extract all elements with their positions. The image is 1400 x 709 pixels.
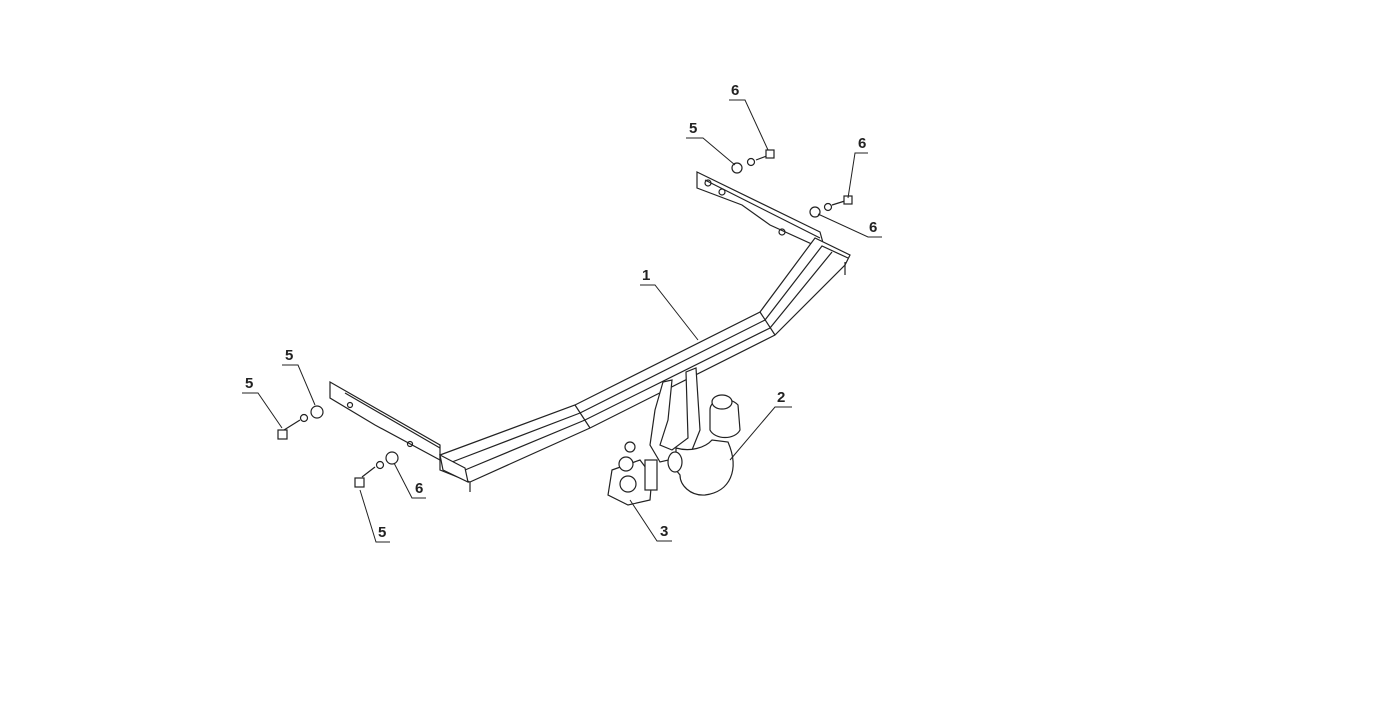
callout-label: 6 xyxy=(731,82,739,99)
right-bracket xyxy=(696,171,826,252)
callout-label: 2 xyxy=(777,389,785,406)
callout-label: 6 xyxy=(869,219,877,236)
callout-label: 5 xyxy=(689,120,697,137)
callout-label: 1 xyxy=(642,267,650,284)
callout-label: 6 xyxy=(415,480,423,497)
fasteners xyxy=(277,149,853,488)
callout-label: 6 xyxy=(858,135,866,152)
callout-label: 5 xyxy=(285,347,293,364)
callout-label: 5 xyxy=(378,524,386,541)
hitch-assembly xyxy=(607,367,741,506)
left-bracket xyxy=(329,380,441,462)
callouts: 6 5 6 6 1 2 3 5 5 6 5 xyxy=(242,82,882,543)
callout-label: 3 xyxy=(660,523,668,540)
callout-label: 5 xyxy=(245,375,253,392)
cross-beam xyxy=(439,237,851,492)
